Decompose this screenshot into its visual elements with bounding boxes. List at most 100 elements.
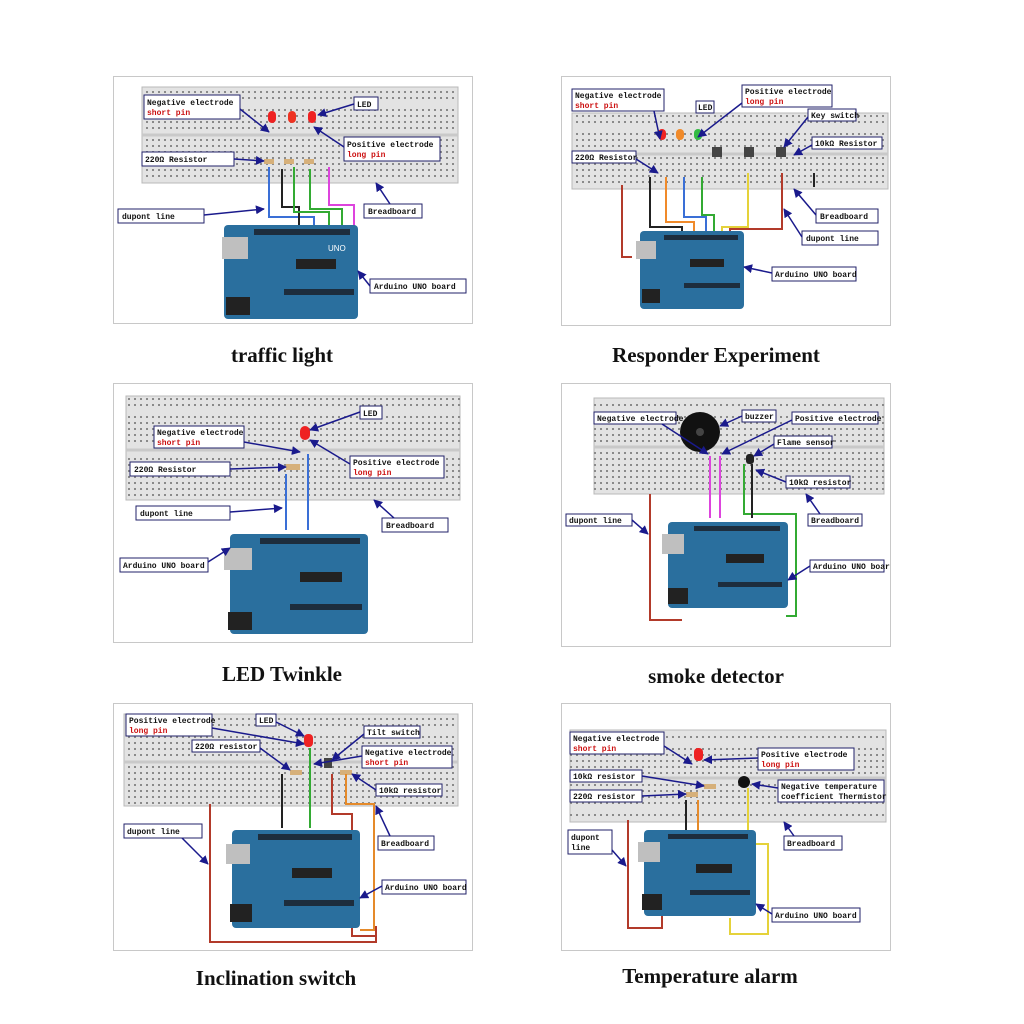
svg-text:Negative electrode: Negative electrode <box>147 99 234 108</box>
svg-text:Negative electrode: Negative electrode <box>573 735 660 744</box>
callout-led: LED <box>695 100 715 114</box>
svg-text:Breadboard: Breadboard <box>787 840 835 849</box>
callout-dupont: dupont line <box>567 829 627 867</box>
callout-arduino: Arduino UNO board <box>755 903 861 923</box>
caption-responder-experiment: Responder Experiment <box>612 343 820 367</box>
svg-text:Negative electrode: Negative electrode <box>597 415 684 424</box>
callout-thermistor: Negative temperature coefficient Thermis… <box>751 779 887 803</box>
svg-text:Positive electrode: Positive electrode <box>745 88 832 97</box>
callout-resistor-10k: 10kΩ resistor <box>569 769 705 790</box>
callout-buzzer: buzzer <box>719 409 777 427</box>
svg-text:Arduino UNO board: Arduino UNO board <box>813 563 890 572</box>
svg-text:Negative temperature: Negative temperature <box>781 783 877 792</box>
callout-arduino: Arduino UNO board <box>743 264 857 282</box>
arduino-uno-board: UNO <box>222 225 358 319</box>
svg-text:dupont line: dupont line <box>127 828 180 837</box>
callout-resistor: 220Ω Resistor <box>141 151 265 167</box>
callout-positive: Positive electrode long pin <box>703 747 855 771</box>
svg-text:220Ω Resistor: 220Ω Resistor <box>134 466 197 475</box>
svg-text:short pin: short pin <box>573 745 616 754</box>
callout-negative: Negative electrode short pin <box>153 425 301 456</box>
svg-text:short pin: short pin <box>365 759 408 768</box>
svg-text:10kΩ resistor: 10kΩ resistor <box>573 773 636 782</box>
callout-negative: Negative electrode <box>593 411 709 455</box>
led-red <box>300 426 310 440</box>
svg-text:Arduino UNO board: Arduino UNO board <box>123 562 205 571</box>
callout-key-switch: Key switch <box>783 108 859 148</box>
svg-text:dupont: dupont <box>571 834 600 843</box>
svg-text:Negative electrode: Negative electrode <box>575 92 662 101</box>
callout-arduino: Arduino UNO board <box>359 879 467 899</box>
key-switch <box>712 147 786 157</box>
svg-text:Positive electrode: Positive electrode <box>129 717 216 726</box>
callout-resistor-10k: 10kΩ resistor <box>755 468 852 489</box>
svg-text:Positive electrode: Positive electrode <box>353 459 440 468</box>
arduino-uno-board <box>636 231 744 309</box>
svg-text:Positive electrode: Positive electrode <box>795 415 882 424</box>
resistor <box>290 770 352 775</box>
caption-inclination-switch: Inclination switch <box>195 966 357 990</box>
svg-text:Negative electrode: Negative electrode <box>157 429 244 438</box>
svg-text:Arduino UNO board: Arduino UNO board <box>385 884 467 893</box>
callout-breadboard: Breadboard <box>805 493 863 527</box>
panel-responder-experiment: Negative electrode short pin LED Positiv… <box>561 76 891 326</box>
svg-text:10kΩ Resistor: 10kΩ Resistor <box>815 140 878 149</box>
callout-positive: Positive electrode long pin <box>125 713 305 748</box>
tilt-switch <box>324 758 332 768</box>
arduino-uno-board <box>638 830 756 916</box>
led-green <box>308 111 316 123</box>
svg-text:LED: LED <box>357 101 372 110</box>
resistor <box>264 159 314 164</box>
svg-text:long pin: long pin <box>761 761 800 770</box>
svg-text:long pin: long pin <box>745 98 784 107</box>
svg-text:LED: LED <box>363 410 378 419</box>
callout-arduino: Arduino UNO board <box>357 270 467 294</box>
callout-dupont: dupont line <box>783 208 879 246</box>
callout-breadboard: Breadboard <box>373 499 449 533</box>
caption-temperature-alarm: Temperature alarm <box>622 964 798 988</box>
svg-text:Tilt switch: Tilt switch <box>367 729 420 738</box>
svg-text:LED: LED <box>259 717 274 726</box>
svg-text:long pin: long pin <box>353 469 392 478</box>
callout-negative: Negative electrode short pin <box>143 94 270 133</box>
flame-sensor <box>746 454 754 464</box>
svg-text:Breadboard: Breadboard <box>820 213 868 222</box>
led-red <box>268 111 276 123</box>
callout-led: LED <box>255 713 305 737</box>
svg-text:dupont line: dupont line <box>140 510 193 519</box>
svg-text:10kΩ resistor: 10kΩ resistor <box>789 479 852 488</box>
callout-resistor-10k: 10kΩ resistor <box>351 773 443 797</box>
svg-text:short pin: short pin <box>157 439 200 448</box>
arduino-uno-board <box>226 830 360 928</box>
resistor <box>686 784 716 797</box>
svg-text:long pin: long pin <box>129 727 168 736</box>
callout-resistor-10k: 10kΩ Resistor <box>793 136 883 156</box>
callout-negative: Negative electrode short pin <box>569 731 693 765</box>
callout-negative: Negative electrode short pin <box>571 88 665 140</box>
resistor <box>286 464 300 470</box>
callout-resistor: 220Ω resistor <box>191 739 291 771</box>
svg-text:line: line <box>571 844 590 853</box>
svg-text:Arduino UNO board: Arduino UNO board <box>374 283 456 292</box>
callout-dupont: dupont line <box>135 504 283 521</box>
svg-text:dupont line: dupont line <box>806 235 859 244</box>
callout-arduino: Arduino UNO board <box>119 547 231 573</box>
board-brand: UNO <box>328 244 346 253</box>
caption-smoke-detector: smoke detector <box>648 664 784 688</box>
svg-text:long pin: long pin <box>347 151 386 160</box>
svg-text:Negative electrode: Negative electrode <box>365 749 452 758</box>
breadboard <box>571 112 889 190</box>
dupont-wires <box>209 748 377 943</box>
svg-text:short pin: short pin <box>575 102 618 111</box>
panel-temperature-alarm: Negative electrode short pin Positive el… <box>561 703 891 951</box>
arduino-uno-board <box>662 522 788 608</box>
callout-positive: Positive electrode long pin <box>313 126 441 162</box>
led-orange <box>676 129 684 140</box>
svg-text:short pin: short pin <box>147 109 190 118</box>
led-red <box>694 748 703 761</box>
callout-led: LED <box>317 96 379 117</box>
callout-positive: Positive electrode long pin <box>309 439 445 479</box>
callout-resistor: 220Ω Resistor <box>129 461 287 477</box>
callout-positive: Positive electrode <box>721 411 882 455</box>
